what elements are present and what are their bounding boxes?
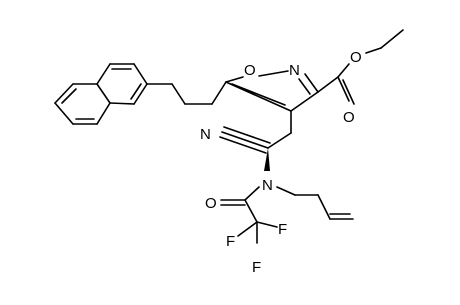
bond [225, 76, 244, 83]
bond [267, 132, 292, 149]
ethyl-ester [317, 29, 404, 105]
bond [337, 63, 350, 78]
bond [276, 186, 296, 196]
bond [290, 91, 319, 112]
atom-label-amide-n: N [262, 177, 273, 194]
wedge-bond [264, 148, 270, 171]
bond [237, 221, 258, 237]
bond [258, 70, 289, 77]
bond [54, 83, 74, 104]
bond [380, 29, 404, 49]
bond [96, 83, 111, 104]
bond [223, 126, 271, 144]
atom-labels: O N O O N N O F F F [200, 49, 362, 276]
trifluoroacetyl-group [220, 186, 278, 244]
bond [219, 136, 267, 154]
bond [96, 63, 111, 85]
bond [221, 131, 269, 149]
bond [231, 83, 286, 106]
bond [256, 221, 278, 228]
bond [244, 186, 260, 201]
naphthalene-ring [54, 63, 148, 125]
atom-label-ring-n: N [289, 62, 300, 79]
bond [244, 199, 258, 223]
atom-label-f2: F [278, 221, 287, 238]
isoxazole-ring [225, 70, 319, 112]
atom-label-ring-o: O [244, 62, 256, 79]
bond [130, 83, 142, 100]
bond [317, 194, 331, 220]
bond [304, 73, 319, 93]
bond [317, 76, 339, 93]
atom-label-ester-o-single: O [350, 49, 362, 66]
atom-label-ester-o-double: O [343, 109, 355, 126]
bond [133, 63, 148, 85]
bond [171, 83, 186, 105]
bond [211, 81, 227, 105]
bond [61, 88, 77, 104]
bond [133, 83, 148, 105]
atom-label-nitrile-n: N [200, 126, 211, 143]
bond [365, 47, 382, 54]
bond [225, 81, 292, 112]
bond [337, 76, 350, 102]
cyano-side-chain [219, 110, 292, 171]
bond [96, 102, 111, 125]
bond [109, 102, 135, 105]
bond [54, 102, 74, 125]
ethyl-linker [146, 81, 227, 105]
allyl-group [276, 186, 354, 220]
atom-label-f1: F [226, 233, 235, 250]
atom-label-f3: F [252, 259, 261, 276]
atom-label-amide-o: O [205, 195, 217, 212]
bond [298, 78, 311, 95]
bond [342, 79, 355, 105]
